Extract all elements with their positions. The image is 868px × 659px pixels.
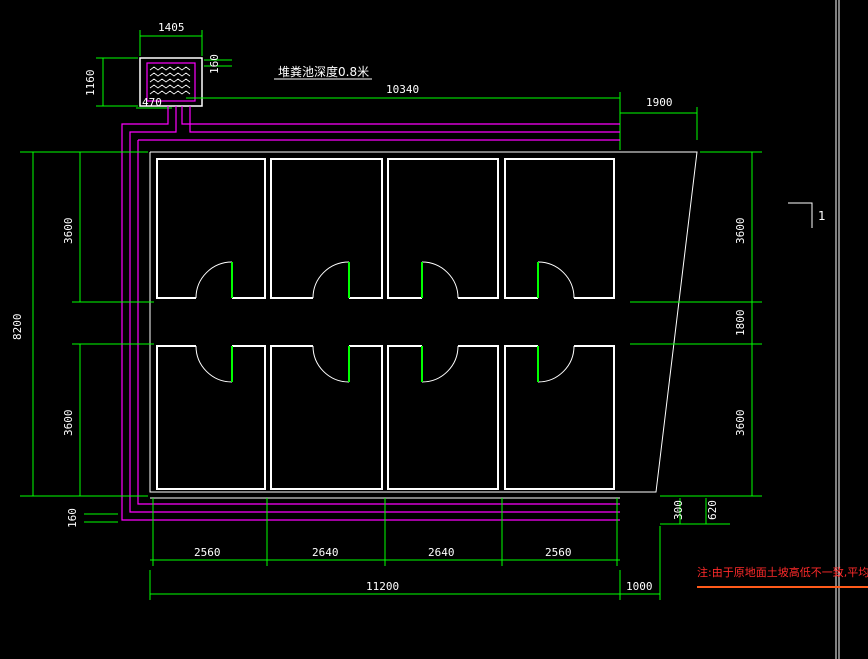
right-mid-label: 1800 <box>734 310 747 337</box>
total-width-label: 11200 <box>366 580 399 593</box>
tank-width-dimension <box>139 30 203 56</box>
left-bottom-offset-dimension <box>84 513 118 523</box>
bay-dimensions <box>150 498 620 566</box>
upper-door-2 <box>312 261 350 299</box>
right-small-b-label: 620 <box>706 500 719 520</box>
left-lower-dimension <box>72 343 154 496</box>
lower-stall-2 <box>270 345 383 490</box>
right-extension-label: 1000 <box>626 580 653 593</box>
lower-stall-3 <box>387 345 499 490</box>
right-vertical-dimension <box>630 151 762 497</box>
total-width-dimension <box>149 526 661 600</box>
right-lower-label: 3600 <box>734 410 747 437</box>
lower-door-2 <box>312 345 350 383</box>
tank-pipe-label: 470 <box>142 96 162 109</box>
upper-stall-4 <box>504 158 615 299</box>
tank-height-dimension <box>96 57 138 107</box>
lower-stall-1 <box>156 345 266 490</box>
tank-offset-label: 160 <box>208 54 221 74</box>
note-text: 注:由于原地面土坡高低不一致,平均挖土 <box>697 565 868 579</box>
total-height-label: 8200 <box>11 314 24 341</box>
upper-door-3 <box>421 261 459 299</box>
left-upper-label: 3600 <box>62 218 75 245</box>
bay-3-label: 2640 <box>428 546 455 559</box>
bay-4-label: 2560 <box>545 546 572 559</box>
total-height-dimension <box>20 151 148 497</box>
tank-depth-label: 堆粪池深度0.8米 <box>278 64 369 79</box>
lower-door-1 <box>195 345 233 383</box>
tank-width-label: 1405 <box>158 21 185 34</box>
left-upper-dimension <box>72 152 154 303</box>
top-run-label: 10340 <box>386 83 419 96</box>
upper-stall-3 <box>387 158 499 299</box>
upper-door-4 <box>537 261 575 299</box>
top-right-label: 1900 <box>646 96 673 109</box>
section-mark <box>788 202 813 228</box>
upper-stall-2 <box>270 158 383 299</box>
left-bottom-offset-label: 160 <box>66 508 79 528</box>
upper-door-1 <box>195 261 233 299</box>
upper-stall-1 <box>156 158 266 299</box>
left-lower-label: 3600 <box>62 410 75 437</box>
drain-pipe <box>121 106 620 521</box>
lower-door-3 <box>421 345 459 383</box>
tank-hatch-pattern <box>149 66 191 95</box>
top-run-dimension <box>186 92 621 150</box>
tank-offset-dimension <box>204 59 232 67</box>
top-right-dimension <box>620 107 698 140</box>
lower-stall-4 <box>504 345 615 490</box>
manure-tank <box>139 57 203 107</box>
right-upper-label: 3600 <box>734 218 747 245</box>
bay-1-label: 2560 <box>194 546 221 559</box>
section-mark-label: 1 <box>818 209 826 223</box>
bay-2-label: 2640 <box>312 546 339 559</box>
right-small-dimensions <box>660 498 730 525</box>
lower-door-4 <box>537 345 575 383</box>
right-small-a-label: 300 <box>672 500 685 520</box>
tank-height-label: 1160 <box>84 70 97 97</box>
